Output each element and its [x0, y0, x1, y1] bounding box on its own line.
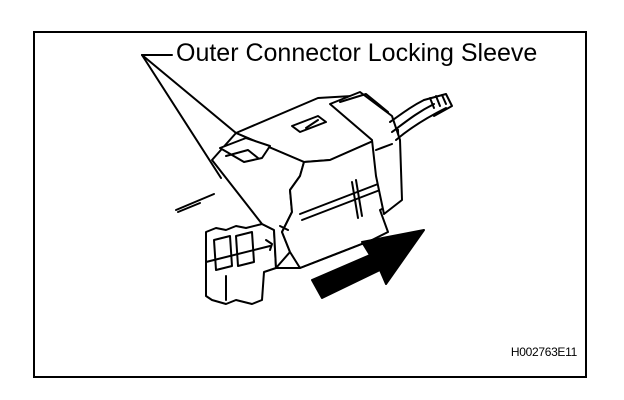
- mating-connector-body: [205, 223, 277, 305]
- push-direction-arrow-icon: [311, 229, 425, 299]
- figure-id: H002763E11: [510, 345, 577, 359]
- left-cable: [175, 193, 215, 213]
- leader-lines: [141, 54, 237, 179]
- connector-wires: [389, 93, 453, 141]
- outer-connector-locking-sleeve-label: Outer Connector Locking Sleeve: [176, 39, 538, 67]
